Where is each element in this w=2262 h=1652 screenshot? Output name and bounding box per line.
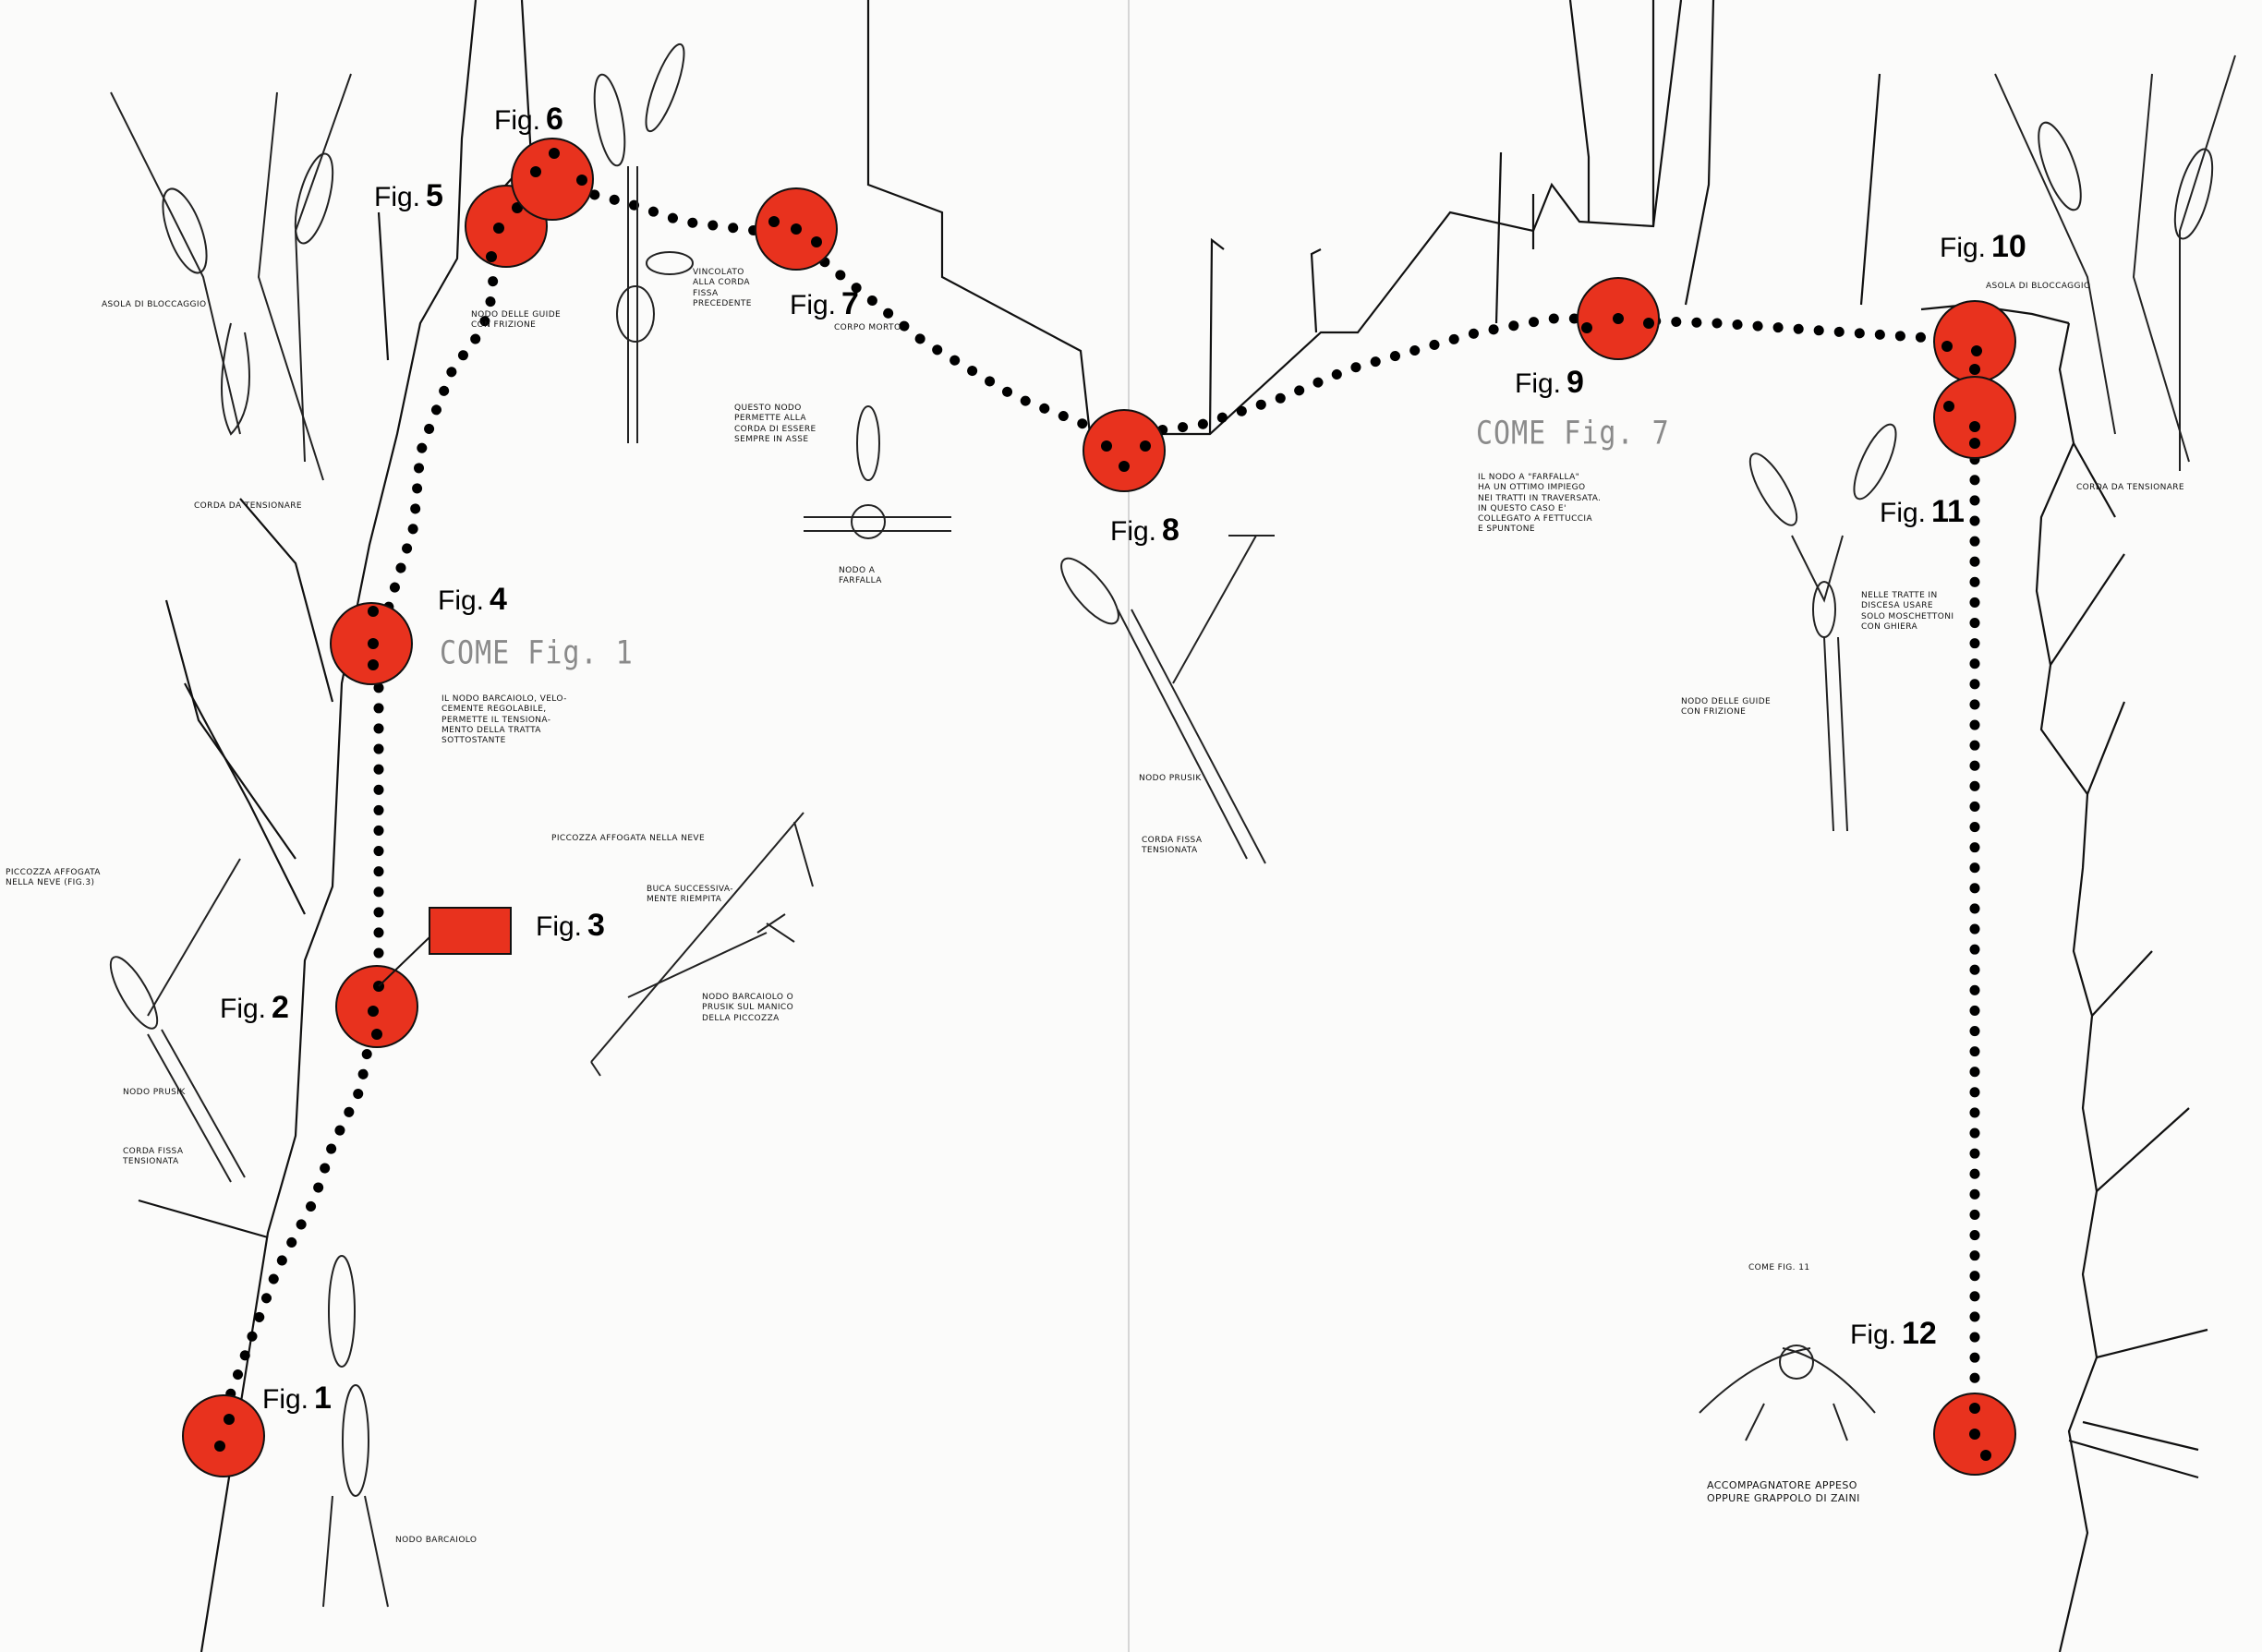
cliff-crack-1 [1208, 237, 1225, 435]
anchor-point-icon [755, 187, 838, 271]
anchor-point-icon [1933, 1393, 2016, 1476]
fig-3-label: Fig.3 [536, 908, 605, 943]
fig-11-label: Fig.11 [1880, 494, 1965, 529]
carabiner-icon [322, 1255, 389, 1608]
right-crack-5 [2096, 1107, 2190, 1192]
nodo-barcaiolo-bottom-label: NODO BARCAIOLO [395, 1536, 478, 1545]
piccozza-left-note: PICCOZZA AFFOGATA NELLA NEVE (Fig.3) [6, 868, 101, 888]
nodo-farfalla-label: NODO A FARFALLA [839, 566, 882, 586]
cliff-crack-5 [1568, 0, 1591, 222]
anchor-points [182, 138, 2016, 1477]
fig-5-label: Fig.5 [374, 178, 443, 213]
nodo-guide-fig11: NODO DELLE GUIDE CON FRIZIONE [1681, 697, 1772, 717]
carabiner-icon [1699, 1345, 1876, 1441]
asola-label-left: ASOLA DI BLOCCAGGIO [102, 300, 207, 309]
anchor-point-icon [1933, 376, 2016, 459]
nodo-guide-fig6: NODO DELLE GUIDE CON FRIZIONE [471, 310, 562, 331]
corpo-morto-label: CORPO MORTO [834, 323, 901, 332]
anchor-point-icon [1577, 277, 1660, 360]
fig-8-label: Fig.8 [1110, 512, 1179, 548]
questo-nodo-note: QUESTO NODO PERMETTE ALLA CORDA DI ESSER… [734, 404, 816, 444]
carabiner-icon [593, 42, 694, 443]
right-wall [2035, 322, 2099, 1652]
upper-cliff-edge [866, 0, 1683, 436]
fig-9-label: Fig.9 [1515, 365, 1584, 400]
come-fig7-note: COME Fig. 7 [1476, 415, 1670, 452]
fig-2-label: Fig.2 [220, 990, 289, 1025]
anchor-point-icon [511, 138, 594, 221]
fig-1-label: Fig.1 [262, 1381, 332, 1416]
left-rock-crack-3 [239, 498, 334, 703]
left-rock-crack-2 [184, 682, 306, 915]
left-rock-crack-1 [164, 599, 296, 860]
right-crack-6 [2096, 1328, 2208, 1359]
accompagnatore-note: ACCOMPAGNATORE APPESO OPPURE GRAPPOLO DI… [1707, 1479, 1860, 1504]
right-crack-3 [2086, 701, 2126, 795]
anchor-point-icon [335, 965, 418, 1048]
left-rock-edge [138, 1199, 269, 1239]
detail-sketches [109, 42, 2236, 1608]
anchor-point-icon [182, 1394, 265, 1477]
right-crack-8 [2068, 1439, 2199, 1479]
come-fig1-note: COME Fig. 1 [440, 634, 634, 672]
fig9-note: IL NODO A "FARFALLA" HA UN OTTIMO IMPIEG… [1478, 473, 1602, 535]
right-crack-2 [2050, 553, 2125, 666]
carabiner-icon [1994, 54, 2236, 471]
buca-note: BUCA SUCCESSIVA- MENTE RIEMPITA [647, 885, 733, 905]
carabiner-icon [1060, 535, 1275, 864]
cliff-crack-7 [1859, 73, 1881, 306]
come-fig11-note: COME FIG. 11 [1748, 1263, 1810, 1272]
corda-fissa-left-label: CORDA FISSA TENSIONATA [123, 1147, 184, 1167]
fig-6-label: Fig.6 [494, 102, 563, 137]
left-rock-crack-4 [377, 211, 390, 361]
right-crack-4 [2091, 950, 2153, 1017]
nodo-prusik-fig8-label: NODO PRUSIK [1139, 774, 1202, 783]
corda-tensionare-left: CORDA DA TENSIONARE [194, 501, 302, 511]
nodo-prusik-left-label: NODO PRUSIK [123, 1088, 186, 1097]
fig-10-label: Fig.10 [1940, 229, 2026, 264]
right-crack-1 [2073, 442, 2116, 518]
cliff-crack-3 [1494, 151, 1503, 324]
ice-axe-icon [590, 812, 814, 1077]
buried-axe-marker [429, 907, 512, 955]
carabiner-icon [109, 858, 246, 1183]
corda-fissa-fig8-label: CORDA FISSA TENSIONATA [1142, 836, 1203, 856]
right-crack-7 [2082, 1420, 2199, 1452]
cliff-crack-6 [1684, 0, 1715, 306]
piccozza-center-note: PICCOZZA AFFOGATA NELLA NEVE [551, 834, 706, 843]
vincolato-note: VINCOLATO ALLA CORDA FISSA PRECEDENTE [693, 268, 752, 308]
asola-label-right: ASOLA DI BLOCCAGGIO [1986, 282, 2091, 291]
carabiner-icon [110, 73, 352, 481]
fig-12-label: Fig.12 [1850, 1316, 1937, 1351]
nodo-barcaiolo-prusik-note: NODO BARCAIOLO O PRUSIK SUL MANICO DELLA… [702, 993, 794, 1023]
fixed-rope-dotted-path [218, 175, 1980, 1437]
carabiner-icon [804, 405, 951, 539]
anchor-point-icon [1083, 409, 1166, 492]
nelle-tratte-note: NELLE TRATTE IN DISCESA USARE SOLO MOSCH… [1861, 591, 1954, 632]
fig-7-label: Fig.7 [790, 286, 859, 321]
cliff-crack-2 [1310, 248, 1322, 333]
fig4-note: IL NODO BARCAIOLO, VELO- CEMENTE REGOLAB… [442, 694, 567, 745]
anchor-point-icon [1933, 300, 2016, 383]
fig-4-label: Fig.4 [438, 582, 507, 617]
corda-tensionare-right: CORDA DA TENSIONARE [2076, 483, 2184, 492]
anchor-point-icon [330, 602, 413, 685]
carabiner-icon [1748, 423, 1897, 832]
rock-profile [138, 0, 2208, 1652]
